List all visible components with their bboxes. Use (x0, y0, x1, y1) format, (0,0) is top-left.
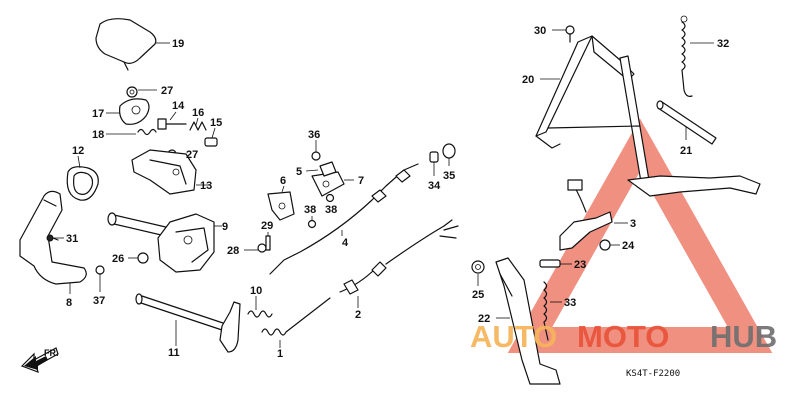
part-11-arm (135, 293, 241, 353)
part-12-ring (66, 155, 99, 201)
callout-33: 33 (564, 297, 576, 309)
part-37-bolt (95, 265, 105, 292)
callout-5: 5 (296, 166, 302, 178)
callout-17: 17 (92, 108, 104, 120)
callout-28: 28 (227, 245, 239, 257)
callout-29: 29 (261, 220, 273, 232)
callout-15: 15 (210, 117, 222, 129)
callout-34: 34 (428, 180, 441, 192)
part-21-shaft (656, 100, 717, 145)
callout-27-lower: 27 (186, 149, 198, 161)
callout-19: 19 (172, 38, 184, 50)
diagram-code: KS4T-F2200 (626, 369, 680, 379)
part-25-nut (471, 260, 485, 286)
callout-13: 13 (200, 180, 212, 192)
callout-18: 18 (92, 129, 104, 141)
watermark-hub: HUB (710, 319, 777, 354)
part-28-washer (244, 243, 267, 253)
callout-7: 7 (358, 175, 364, 187)
callout-27-upper: 27 (161, 85, 173, 97)
callout-22: 22 (478, 313, 490, 325)
callout-labels: 19 27 17 18 14 16 15 27 13 12 31 26 9 8 … (66, 25, 729, 360)
front-label: FR. (44, 348, 59, 358)
part-38-bolt-left (307, 216, 317, 229)
part-31-nut (46, 234, 64, 242)
part-13-bracket (131, 149, 210, 195)
callout-25: 25 (472, 289, 484, 301)
part-34-collar (429, 151, 439, 176)
callout-38-left: 38 (304, 204, 316, 216)
callout-30: 30 (534, 25, 546, 37)
part-6-bracket (267, 185, 295, 221)
callout-10: 10 (250, 285, 262, 297)
part-14-bolt (157, 111, 187, 130)
callout-4: 4 (342, 237, 349, 249)
part-15-pin (204, 127, 218, 147)
callout-16: 16 (192, 107, 204, 119)
part-19-cover (95, 18, 170, 71)
callout-38-right: 38 (325, 204, 337, 216)
callout-36: 36 (308, 129, 320, 141)
part-4-cable (269, 163, 419, 275)
part-5-clip (305, 161, 337, 177)
part-3-switch (559, 179, 628, 251)
callout-14: 14 (172, 100, 185, 112)
part-9-shift-assembly (107, 212, 222, 273)
callout-2: 2 (355, 309, 361, 321)
callout-11: 11 (168, 347, 180, 359)
part-17-plate (106, 98, 150, 125)
callout-9: 9 (222, 221, 228, 233)
part-32-spring (680, 15, 714, 97)
callout-37: 37 (93, 295, 105, 307)
part-2-cable (339, 219, 459, 308)
part-38-bolt-right (325, 193, 335, 203)
part-7-bracket (311, 171, 354, 197)
part-36-bolt (311, 140, 321, 161)
callout-24: 24 (622, 240, 635, 252)
callout-32: 32 (717, 38, 729, 50)
callout-31: 31 (66, 233, 78, 245)
part-33-spring (543, 281, 562, 341)
watermark-moto: MOTO (577, 319, 669, 354)
part-20-main-stand (535, 35, 761, 197)
watermark-auto: AUTO (470, 319, 557, 354)
part-16-spring (189, 117, 207, 131)
part-24-bolt (599, 239, 620, 251)
part-22-side-stand (495, 257, 561, 385)
part-23-bolt (539, 259, 572, 268)
callout-3: 3 (630, 218, 636, 230)
callout-1: 1 (277, 348, 283, 360)
callout-23: 23 (574, 259, 586, 271)
callout-8: 8 (66, 297, 72, 309)
part-18-spring (106, 128, 157, 136)
watermark-triangle (507, 118, 773, 353)
part-30-bolt (552, 25, 575, 43)
watermark-logo: AUTO MOTO HUB (470, 319, 777, 354)
callout-20: 20 (522, 74, 534, 86)
part-10-spring (247, 296, 273, 318)
part-27-nut-upper (126, 86, 157, 98)
part-29-pin (265, 232, 271, 251)
callout-35: 35 (443, 170, 455, 182)
callout-6: 6 (280, 175, 286, 187)
part-35-cap (442, 143, 456, 166)
callout-26: 26 (112, 253, 124, 265)
part-26-nut (128, 252, 149, 264)
front-direction-arrow: FR. (20, 347, 59, 374)
part-1-spring (261, 297, 331, 348)
callout-21: 21 (680, 145, 692, 157)
callout-12: 12 (72, 145, 84, 157)
